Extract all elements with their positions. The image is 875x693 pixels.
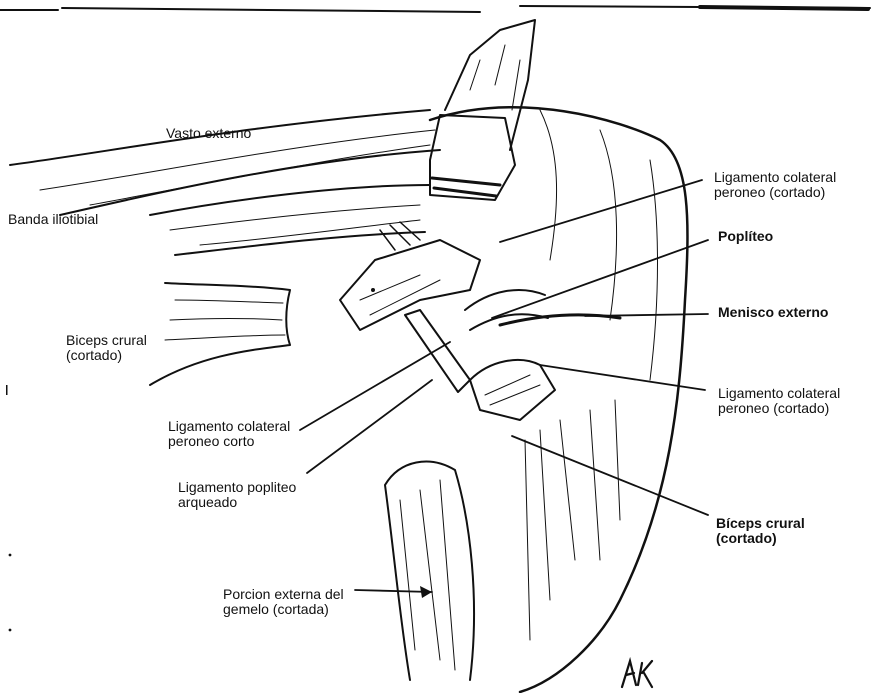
artist-signature — [618, 655, 658, 691]
label-popliteo: Poplíteo — [718, 229, 773, 244]
label-biceps-crural-left: Biceps crural (cortado) — [66, 333, 147, 363]
biceps-crural-cut — [150, 283, 290, 385]
leader-lig-colateral-top — [500, 180, 702, 242]
leader-porcion — [355, 590, 432, 592]
label-lig-popliteo-arqueado: Ligamento popliteo arqueado — [178, 480, 296, 510]
leader-biceps-right — [512, 436, 708, 515]
label-lig-colateral-corto: Ligamento colateral peroneo corto — [168, 419, 290, 449]
label-lig-colateral-top: Ligamento colateral peroneo (cortado) — [714, 170, 836, 200]
collateral-ligament-cut — [340, 240, 480, 330]
banda-iliotibial-shape — [150, 185, 430, 255]
label-banda-iliotibial: Banda iliotibial — [8, 212, 98, 227]
leader-popliteo — [492, 240, 708, 318]
biceps-insertion — [470, 360, 555, 420]
cut-quadriceps — [430, 115, 515, 200]
label-lig-colateral-mid: Ligamento colateral peroneo (cortado) — [718, 386, 840, 416]
label-vasto-externo: Vasto externo — [166, 126, 251, 141]
femur-shaft — [445, 20, 535, 150]
condyle-outline — [430, 107, 687, 692]
leader-lig-corto — [300, 342, 450, 430]
short-ligament-shape — [405, 310, 470, 392]
top-border-bold — [700, 7, 868, 9]
label-menisco-externo: Menisco externo — [718, 305, 828, 320]
label-biceps-crural-right: Bíceps crural (cortado) — [716, 516, 805, 546]
leader-lig-popliteo — [307, 380, 432, 473]
label-porcion-externa: Porcion externa del gemelo (cortada) — [223, 587, 344, 617]
leader-menisco — [585, 314, 708, 316]
